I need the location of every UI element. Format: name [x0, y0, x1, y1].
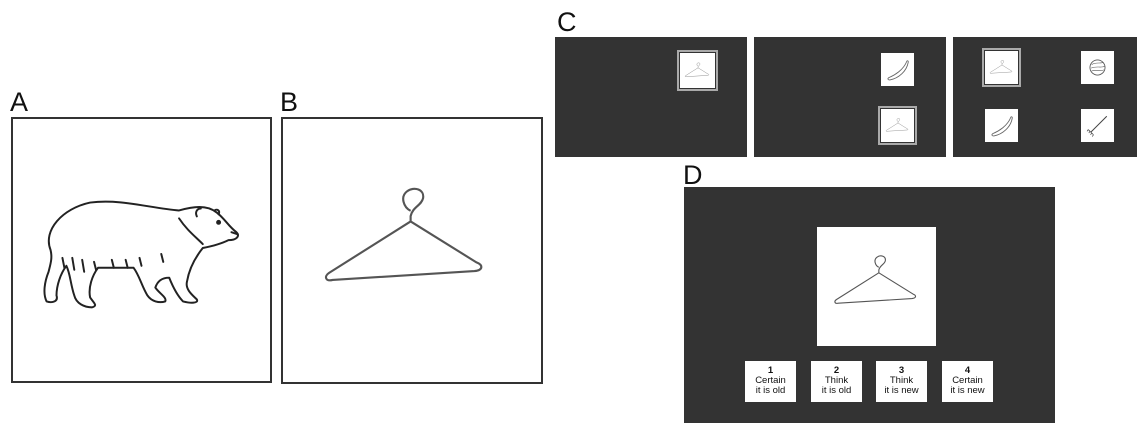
screen-2: [754, 37, 946, 157]
banana-thumb: [985, 109, 1018, 142]
screen-recognition: 1 Certain it is old 2 Think it is old 3 …: [684, 187, 1055, 423]
response-label-line2: it is new: [942, 386, 993, 396]
panel-a-label: A: [10, 89, 28, 116]
response-button-2[interactable]: 2 Think it is old: [811, 361, 862, 402]
panel-b-label: B: [280, 89, 298, 116]
screen-1: [555, 37, 747, 157]
yarn-icon: [1081, 51, 1114, 84]
rake-icon: [1081, 109, 1114, 142]
bear-drawing: [13, 119, 270, 381]
hanger-drawing: [283, 119, 541, 382]
response-label-line2: it is old: [811, 386, 862, 396]
hanger-icon: [881, 109, 914, 142]
panel-a-frame: [11, 117, 272, 383]
test-item-card: [817, 227, 936, 346]
hanger-thumb: [680, 53, 715, 88]
response-button-4[interactable]: 4 Certain it is new: [942, 361, 993, 402]
panel-b-frame: [281, 117, 543, 384]
banana-thumb: [881, 53, 914, 86]
yarn-thumb: [1081, 51, 1114, 84]
response-button-3[interactable]: 3 Think it is new: [876, 361, 927, 402]
hanger-icon: [985, 51, 1018, 84]
hanger-icon: [680, 53, 715, 88]
panel-d-label: D: [683, 162, 703, 189]
response-button-1[interactable]: 1 Certain it is old: [745, 361, 796, 402]
hanger-thumb: [985, 51, 1018, 84]
panel-c-label: C: [557, 9, 577, 36]
hanger-icon: [817, 227, 936, 346]
hanger-thumb: [881, 109, 914, 142]
banana-icon: [881, 53, 914, 86]
screen-3: [953, 37, 1137, 157]
response-label-line2: it is new: [876, 386, 927, 396]
rake-thumb: [1081, 109, 1114, 142]
banana-icon: [985, 109, 1018, 142]
response-label-line2: it is old: [745, 386, 796, 396]
